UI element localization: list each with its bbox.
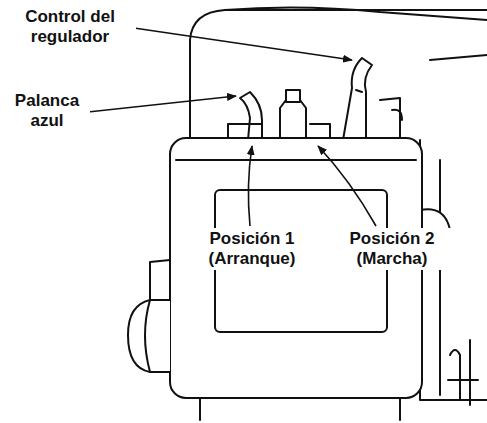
position-label: Posición 1 (Arranque) [186, 228, 318, 270]
leader-lines [88, 28, 376, 226]
part-label: Control del regulador [4, 6, 136, 48]
position-label: Posición 2 (Marcha) [326, 228, 458, 270]
handle [128, 300, 170, 372]
throttle-control [343, 58, 372, 140]
blue-lever [240, 92, 262, 140]
part-label: Palanca azul [4, 90, 90, 132]
